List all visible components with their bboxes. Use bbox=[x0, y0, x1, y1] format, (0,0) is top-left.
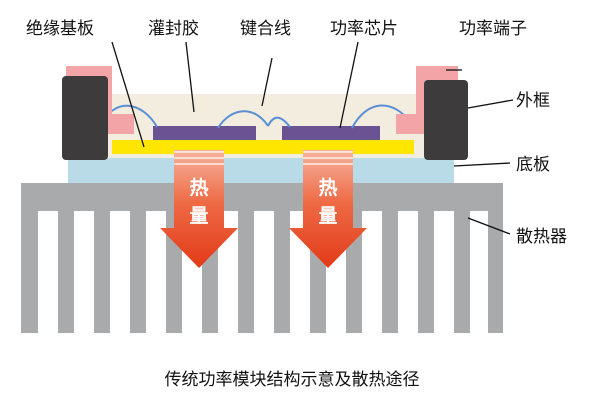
bond-wire bbox=[267, 116, 291, 128]
heat-arrow-text-2: 量 bbox=[189, 205, 208, 227]
heatsink-fin bbox=[238, 211, 254, 333]
heat-arrow-text-1: 热 bbox=[318, 176, 337, 199]
label-bond-wire: 键合线 bbox=[240, 19, 291, 39]
label-heatsink: 散热器 bbox=[516, 227, 567, 247]
heatsink bbox=[21, 183, 503, 333]
housing-left bbox=[62, 76, 108, 160]
label-baseplate: 底板 bbox=[516, 155, 550, 175]
leader-lines bbox=[111, 41, 514, 235]
label-power-chip: 功率芯片 bbox=[330, 19, 398, 39]
diagram-caption: 传统功率模块结构示意及散热途径 bbox=[165, 370, 420, 390]
heatsink-body bbox=[21, 183, 503, 211]
power-chip-right bbox=[282, 126, 380, 140]
label-housing: 外框 bbox=[516, 91, 550, 111]
leader-line-wire bbox=[261, 57, 273, 107]
label-insulating-substrate: 绝缘基板 bbox=[26, 19, 94, 39]
heatsink-fin bbox=[21, 211, 38, 333]
heatsink-fin bbox=[58, 211, 74, 333]
heatsink-fin bbox=[454, 211, 470, 333]
leader-line-baseplate bbox=[453, 162, 511, 167]
leader-line-housing bbox=[467, 99, 514, 109]
housing-right bbox=[424, 80, 468, 160]
label-potting-gel: 灌封胶 bbox=[148, 19, 199, 39]
power-chip-left bbox=[153, 126, 256, 140]
leader-line-heatsink bbox=[467, 217, 511, 235]
heatsink-fin bbox=[382, 211, 398, 333]
heatsink-fin bbox=[274, 211, 290, 333]
heatsink-fin bbox=[130, 211, 146, 333]
insulating-substrate-layer bbox=[112, 140, 414, 154]
heatsink-fin bbox=[418, 211, 434, 333]
leader-line-chip bbox=[339, 41, 359, 129]
heatsink-fin bbox=[488, 211, 503, 333]
heat-arrow-shape bbox=[160, 150, 238, 268]
heat-arrow-left: 热 量 bbox=[160, 150, 238, 268]
leader-line-substrate bbox=[111, 41, 145, 148]
heat-arrow-text-2: 量 bbox=[318, 205, 337, 227]
heat-arrow-shape bbox=[289, 150, 367, 268]
heat-arrow-right: 热 量 bbox=[289, 150, 367, 268]
baseplate bbox=[68, 158, 454, 183]
heat-arrow-text-1: 热 bbox=[189, 176, 208, 199]
leader-line-gel bbox=[185, 41, 195, 113]
label-power-terminal: 功率端子 bbox=[459, 19, 527, 39]
bond-wire bbox=[217, 110, 269, 129]
heatsink-fin bbox=[94, 211, 110, 333]
